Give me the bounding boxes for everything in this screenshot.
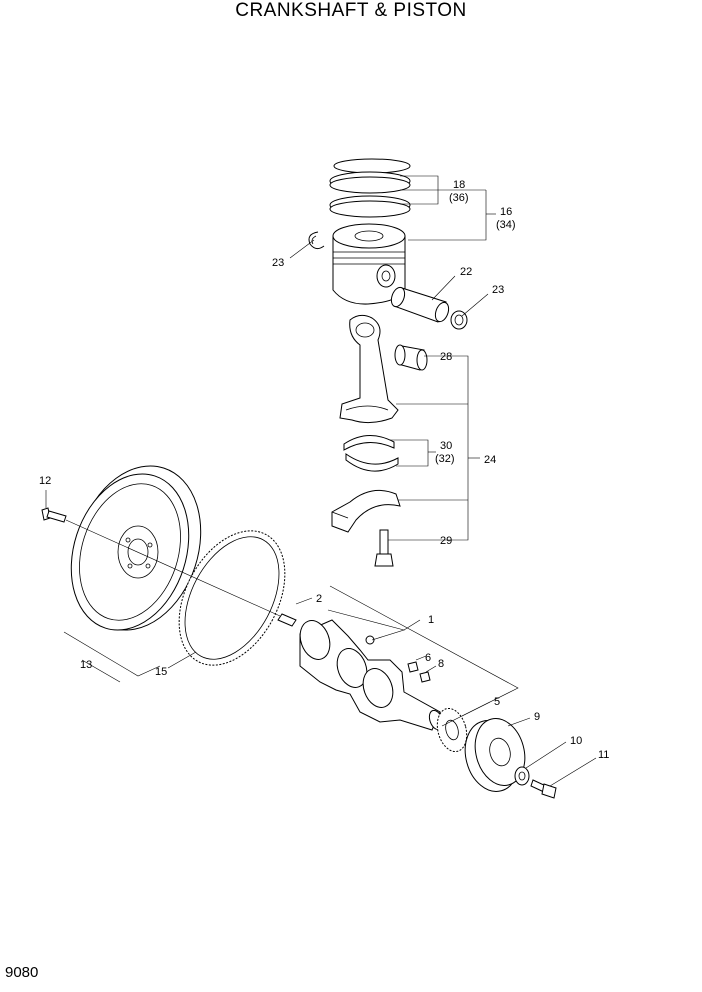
washer[interactable] <box>514 766 530 786</box>
callout-18: 18 <box>453 179 465 191</box>
callout-1: 1 <box>428 614 434 626</box>
crank-gear[interactable] <box>433 705 471 755</box>
leader-lines <box>45 175 597 787</box>
bearing-shell-upper[interactable] <box>343 435 395 451</box>
piston-rings[interactable] <box>329 158 411 218</box>
snap-ring-left[interactable] <box>308 231 325 250</box>
callout-12: 12 <box>39 475 51 487</box>
piston-pin[interactable] <box>389 286 451 324</box>
page-title: CRANKSHAFT & PISTON <box>235 0 467 21</box>
callout-labels: 18 (36) 16 (34) 23 22 23 28 30 (32) 24 2… <box>39 179 609 761</box>
callout-6: 6 <box>425 652 431 664</box>
bearing-shell-lower[interactable] <box>345 453 399 472</box>
crankshaft[interactable] <box>295 616 445 731</box>
callout-30: 30 <box>440 440 452 452</box>
small-end-bushing[interactable] <box>394 344 428 371</box>
oil-plug[interactable] <box>365 635 375 645</box>
dowel-pin[interactable] <box>277 613 297 627</box>
callout-16: 16 <box>500 206 512 218</box>
callout-22: 22 <box>460 266 472 278</box>
flywheel-bolt[interactable] <box>41 507 67 523</box>
connecting-rod-bolt[interactable] <box>374 529 394 567</box>
page-number: 9080 <box>5 964 39 981</box>
callout-11: 11 <box>598 749 609 761</box>
callout-10: 10 <box>570 735 582 747</box>
callout-36: (36) <box>449 192 469 204</box>
callout-29: 29 <box>440 535 452 547</box>
callout-28: 28 <box>440 351 452 363</box>
callout-32: (32) <box>435 453 455 465</box>
callout-34: (34) <box>496 219 516 231</box>
connecting-rod-cap[interactable] <box>331 489 401 533</box>
callout-9: 9 <box>534 711 540 723</box>
key-6[interactable] <box>407 661 419 673</box>
callout-8: 8 <box>438 658 444 670</box>
callout-5: 5 <box>494 696 500 708</box>
callout-2: 2 <box>316 593 322 605</box>
crank-pulley[interactable] <box>458 713 532 798</box>
callout-13: 13 <box>80 659 92 671</box>
callout-23-left: 23 <box>272 257 284 269</box>
key-8[interactable] <box>419 671 431 683</box>
callout-24: 24 <box>484 454 496 466</box>
callout-15: 15 <box>155 666 167 678</box>
pulley-bolt[interactable] <box>530 779 557 799</box>
connecting-rod[interactable] <box>339 314 399 424</box>
callout-23-right: 23 <box>492 284 504 296</box>
flywheel[interactable] <box>52 450 221 647</box>
